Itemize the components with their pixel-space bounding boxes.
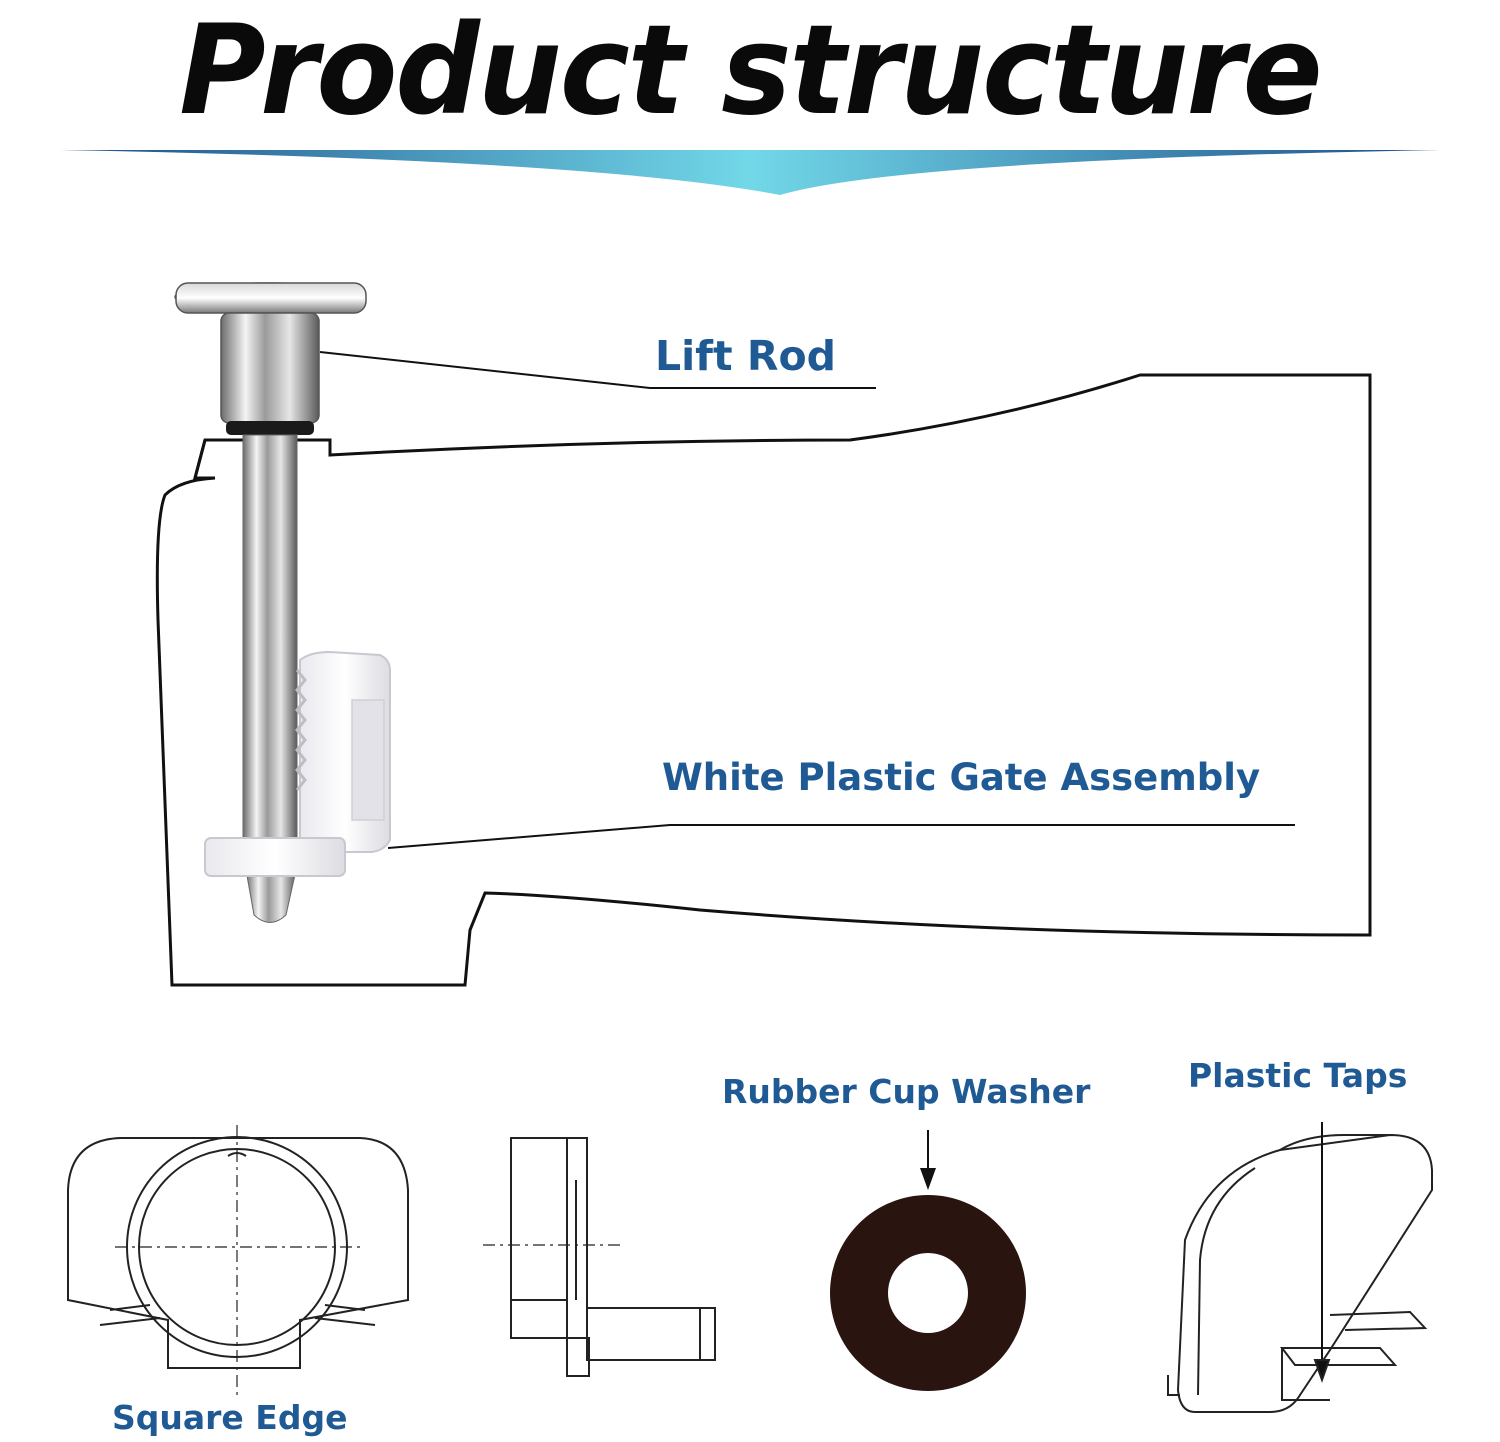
- plastic-taps-label: Plastic Taps: [1188, 1056, 1408, 1095]
- title-banner: [60, 150, 1440, 195]
- side-view-drawing: [483, 1137, 716, 1377]
- rod-tip: [245, 869, 297, 923]
- rubber-cup-washer: [830, 1130, 1026, 1391]
- rod-cap: [175, 282, 367, 314]
- gate-assembly-label: White Plastic Gate Assembly: [662, 756, 1261, 799]
- handle-inner-edge: [193, 439, 207, 479]
- lift-rod-label: Lift Rod: [655, 332, 836, 380]
- page-title: Product structure: [179, 0, 1322, 143]
- square-edge-drawing: [67, 1125, 409, 1395]
- rod-collar: [220, 312, 320, 424]
- lift-rod-leader: [319, 351, 876, 389]
- square-edge-label: Square Edge: [112, 1398, 348, 1437]
- gate-leader: [387, 824, 1295, 849]
- lift-rod: [174, 282, 367, 923]
- rubber-cup-washer-label: Rubber Cup Washer: [722, 1072, 1091, 1111]
- gate-assembly: [204, 650, 391, 877]
- plastic-taps-drawing: [1167, 1122, 1433, 1413]
- gate-base: [204, 837, 346, 877]
- handle-outline: [155, 373, 1372, 987]
- rod-oring: [226, 421, 314, 435]
- rod-shaft: [242, 434, 298, 851]
